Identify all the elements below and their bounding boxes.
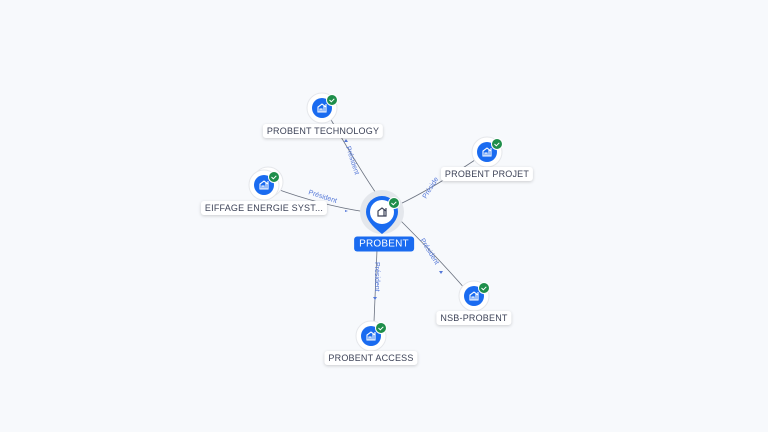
node-label-projet[interactable]: PROBENT PROJET	[440, 167, 534, 181]
edge-label-technology: Président	[344, 145, 360, 175]
verified-check-icon	[478, 282, 490, 294]
node-label-nsb[interactable]: NSB-PROBENT	[436, 311, 512, 325]
edge-projet	[397, 157, 479, 206]
node-access[interactable]	[355, 320, 387, 352]
node-label-eiffage[interactable]: EIFFAGE ENERGIE SYST...	[200, 201, 328, 215]
edge-label-nsb: Président	[418, 237, 440, 266]
node-nsb[interactable]	[458, 280, 490, 312]
node-technology[interactable]	[306, 92, 338, 124]
verified-check-icon	[388, 197, 400, 209]
node-label-access[interactable]: PROBENT ACCESS	[324, 351, 418, 365]
edge-label-projet: Préside	[422, 176, 441, 200]
edge-label-access: Président	[373, 262, 380, 292]
edge-access	[373, 249, 378, 323]
node-projet[interactable]	[471, 136, 503, 168]
verified-check-icon	[326, 94, 338, 106]
verified-check-icon	[375, 322, 387, 334]
node-eiffage[interactable]	[248, 166, 284, 201]
node-label-technology[interactable]: PROBENT TECHNOLOGY	[262, 124, 384, 138]
center-node[interactable]	[360, 190, 404, 234]
verified-check-icon	[268, 171, 280, 183]
edge-nsb	[399, 219, 467, 291]
building-icon	[377, 207, 387, 217]
center-node-label[interactable]: PROBENT	[354, 236, 414, 252]
verified-check-icon	[491, 138, 503, 150]
